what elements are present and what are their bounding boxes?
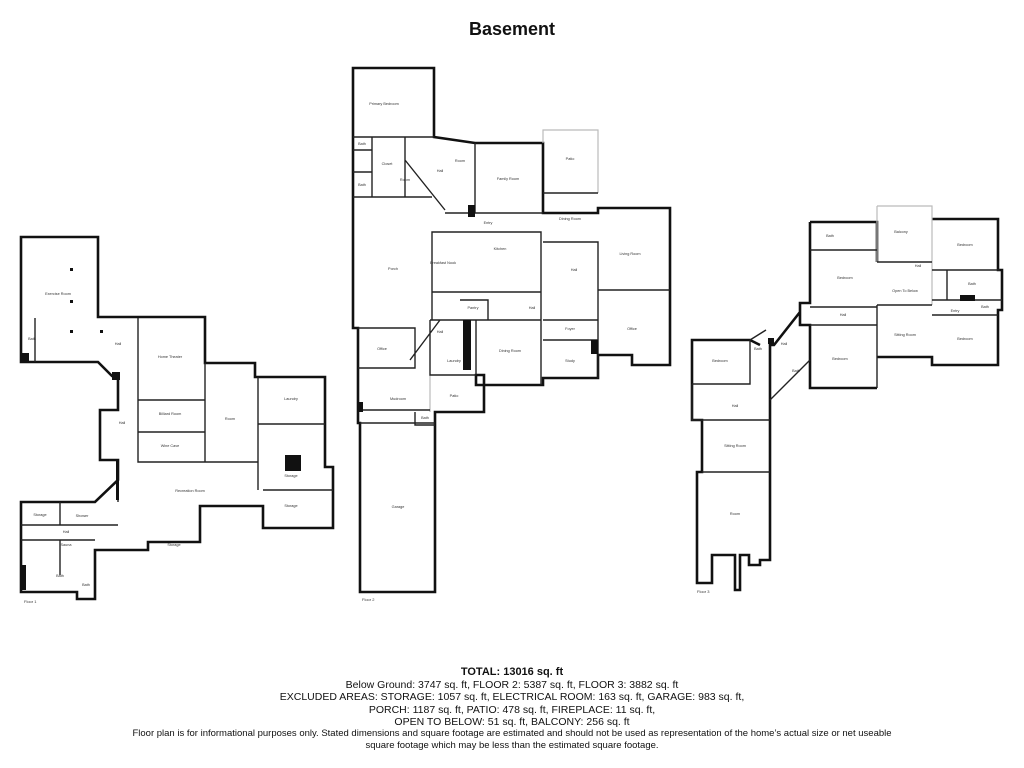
room-label: Bath [421,416,429,420]
room-label: Hall [115,342,122,346]
room-label: Bath [56,574,64,578]
room-label: Dining Room [559,217,581,221]
room-label: Storage [284,504,297,508]
summary-line: OPEN TO BELOW: 51 sq. ft, BALCONY: 256 s… [394,716,630,728]
disclaimer: Floor plan is for informational purposes… [132,728,892,751]
room-label: Sitting Room [894,333,916,337]
room-label: Hall [915,264,922,268]
floor-label: Floor 3 [697,589,710,594]
room-label: Kitchen [494,247,507,251]
room-label: Dining Room [499,349,521,353]
plan-title: Basement [468,19,556,39]
room-label: Home Theater [158,355,183,359]
room-label: Laundry [447,359,461,363]
room-label: Room [225,417,235,421]
room-label: Hall [840,313,847,317]
room-label: Patio [566,157,575,161]
room-label: Family Room [497,177,519,181]
room-label: Porch [388,267,398,271]
floor-2-plan [351,66,672,594]
room-label: Hall [437,169,444,173]
room-label: Billiard Room [159,412,182,416]
room-label: Breakfast Nook [430,261,456,265]
room-label: Bath [792,369,800,373]
room-label: Hall [63,530,70,534]
room-label: Storage [33,513,46,517]
room-label: Sitting Room [724,444,746,448]
room-label: Patio [450,394,459,398]
room-label: Recreation Room [175,489,205,493]
room-label: Bedroom [957,337,972,341]
room-label: Bedroom [712,359,727,363]
room-label: Closet [382,162,394,166]
room-label: Living Room [619,252,640,256]
floor-label: Floor 1 [24,599,37,604]
total-area: TOTAL: 13016 sq. ft [460,666,564,678]
room-label: Entry [951,309,960,313]
room-label: Shower [76,514,90,518]
room-label: Sauna [61,543,73,547]
room-label: Room [400,178,410,182]
room-label: Entry [484,221,493,225]
room-label: Exercise Room [45,292,71,296]
room-label: Storage [284,474,297,478]
room-label: Hall [732,404,739,408]
room-label: Storage [167,543,180,547]
room-label: Garage [392,505,405,509]
room-label: Primary Bedroom [369,102,399,106]
room-label: Mudroom [390,397,406,401]
room-label: Hall [781,342,788,346]
room-label: Wine Cave [161,444,180,448]
room-label: Study [565,359,575,363]
room-label: Bath [358,142,366,146]
room-label: Bath [358,183,366,187]
summary-line: EXCLUDED AREAS: STORAGE: 1057 sq. ft, EL… [279,691,745,703]
room-label: Room [455,159,465,163]
room-label: Hall [571,268,578,272]
room-label: Bedroom [837,276,852,280]
room-label: Room [730,512,740,516]
room-label: Bath [754,347,762,351]
room-label: Office [627,327,637,331]
room-label: Bedroom [957,243,972,247]
room-label: Pantry [468,306,479,310]
room-label: Balcony [894,230,908,234]
room-label: Hall [119,421,126,425]
room-label: Hall [529,306,536,310]
room-label: Bath [968,282,976,286]
room-label: Foyer [565,327,575,331]
room-label: Bath [981,305,989,309]
area-summary: TOTAL: 13016 sq. ft Below Ground: 3747 s… [0,666,1024,729]
summary-line: Below Ground: 3747 sq. ft, FLOOR 2: 5387… [345,678,679,691]
room-label: Laundry [284,397,298,401]
room-label: Bath [28,337,36,341]
floor-label: Floor 2 [362,597,375,602]
room-label: Bedroom [832,357,847,361]
room-label: Office [377,347,387,351]
room-label: Open To Below [892,289,918,293]
summary-line: PORCH: 1187 sq. ft, PATIO: 478 sq. ft, F… [368,703,656,716]
room-label: Hall [437,330,444,334]
floor-3-plan [690,205,1004,592]
floor-1-plan [19,235,335,601]
room-label: Bath [826,234,834,238]
room-label: Bath [82,583,90,587]
